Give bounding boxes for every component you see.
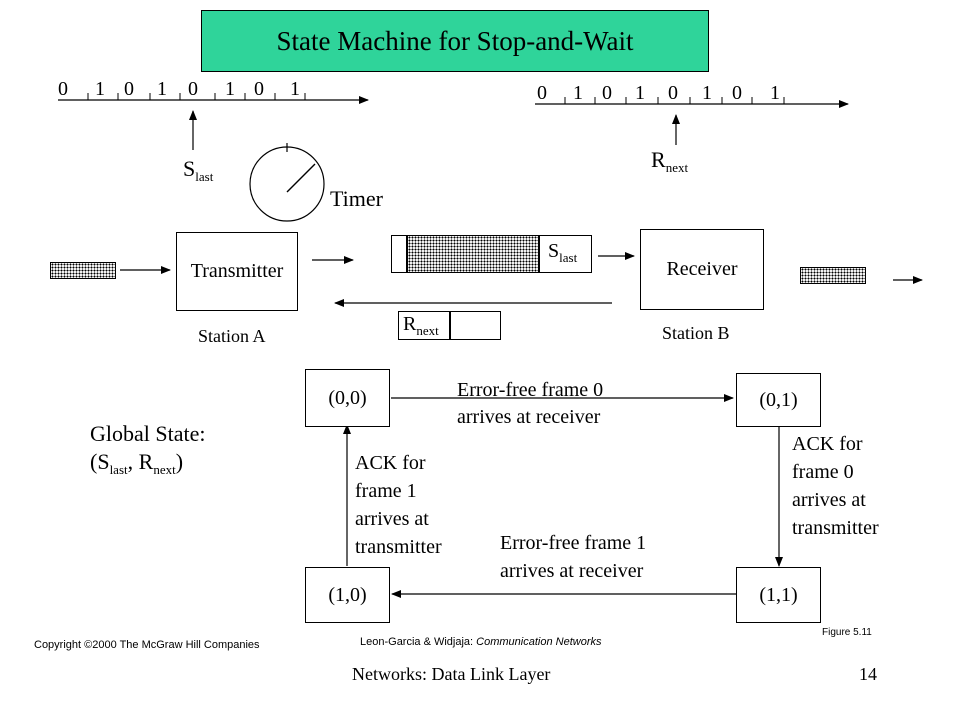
station-a-label: Station A [198, 326, 266, 346]
sender-bit: 0 [58, 78, 68, 100]
receiver-sequence-ticks [564, 97, 785, 104]
ack-rnext-label: Rnext [403, 313, 439, 338]
state-1-1: (1,1) [736, 567, 821, 623]
receiver-label: Receiver [666, 258, 738, 280]
ack-frame-divider [449, 311, 451, 340]
timer-label: Timer [330, 186, 383, 211]
timer-hand [286, 163, 316, 193]
receiver-box [640, 229, 764, 310]
transition-top-label: Error-free frame 0 arrives at receiver [457, 379, 604, 428]
state-1-0: (1,0) [305, 567, 390, 623]
transition-bottom-label: Error-free frame 1 arrives at receiver [500, 532, 647, 582]
sender-bit: 1 [95, 78, 105, 100]
state-0-1: (0,1) [736, 373, 821, 427]
global-state-label: Global State: (Slast, Rnext) [90, 420, 205, 484]
receiver-bit: 0 [537, 82, 547, 104]
sender-bit: 0 [188, 78, 198, 100]
receiver-sequence: 0 1 0 1 0 1 0 1 [0, 82, 960, 106]
slast-label: Slast [183, 156, 214, 184]
state-0-0: (0,0) [305, 369, 390, 427]
sender-bit: 0 [124, 78, 134, 100]
rnext-label: Rnext [651, 147, 689, 175]
citation: Leon-Garcia & Widjaja: Communication Net… [360, 636, 602, 648]
figure-number: Figure 5.11 [822, 627, 872, 638]
sender-bit: 1 [157, 78, 167, 100]
outgoing-frame [800, 267, 866, 284]
receiver-bit: 0 [732, 82, 742, 104]
receiver-bit: 0 [668, 82, 678, 104]
footer-title: Networks: Data Link Layer [352, 664, 551, 684]
receiver-bit: 1 [770, 82, 780, 104]
sender-bit: 1 [290, 78, 300, 100]
transmitter-box [176, 232, 298, 311]
page-number: 14 [859, 664, 877, 684]
frame-header-slast: Slast [548, 240, 578, 265]
station-b-label: Station B [662, 323, 730, 343]
receiver-bit: 1 [573, 82, 583, 104]
slide-title-text: State Machine for Stop-and-Wait [276, 25, 634, 56]
transition-left-label: ACK for frame 1 arrives at transmitter [355, 452, 442, 558]
frame-payload [406, 235, 540, 273]
sender-sequence: 0 1 0 1 0 1 0 1 [0, 78, 960, 102]
transmitter-label: Transmitter [190, 260, 284, 282]
sender-bit: 1 [225, 78, 235, 100]
sender-sequence-ticks [87, 93, 306, 100]
transition-right-label: ACK for frame 0 arrives at transmitter [792, 433, 879, 539]
receiver-bit: 1 [635, 82, 645, 104]
sender-bit: 0 [254, 78, 264, 100]
timer-clock-icon [249, 146, 325, 222]
global-state-tuple: (Slast, Rnext) [90, 449, 184, 477]
incoming-frame [50, 262, 116, 279]
receiver-bit: 0 [602, 82, 612, 104]
slide-title: State Machine for Stop-and-Wait [201, 10, 709, 72]
receiver-bit: 1 [702, 82, 712, 104]
copyright-notice: Copyright ©2000 The McGraw Hill Companie… [34, 639, 260, 651]
